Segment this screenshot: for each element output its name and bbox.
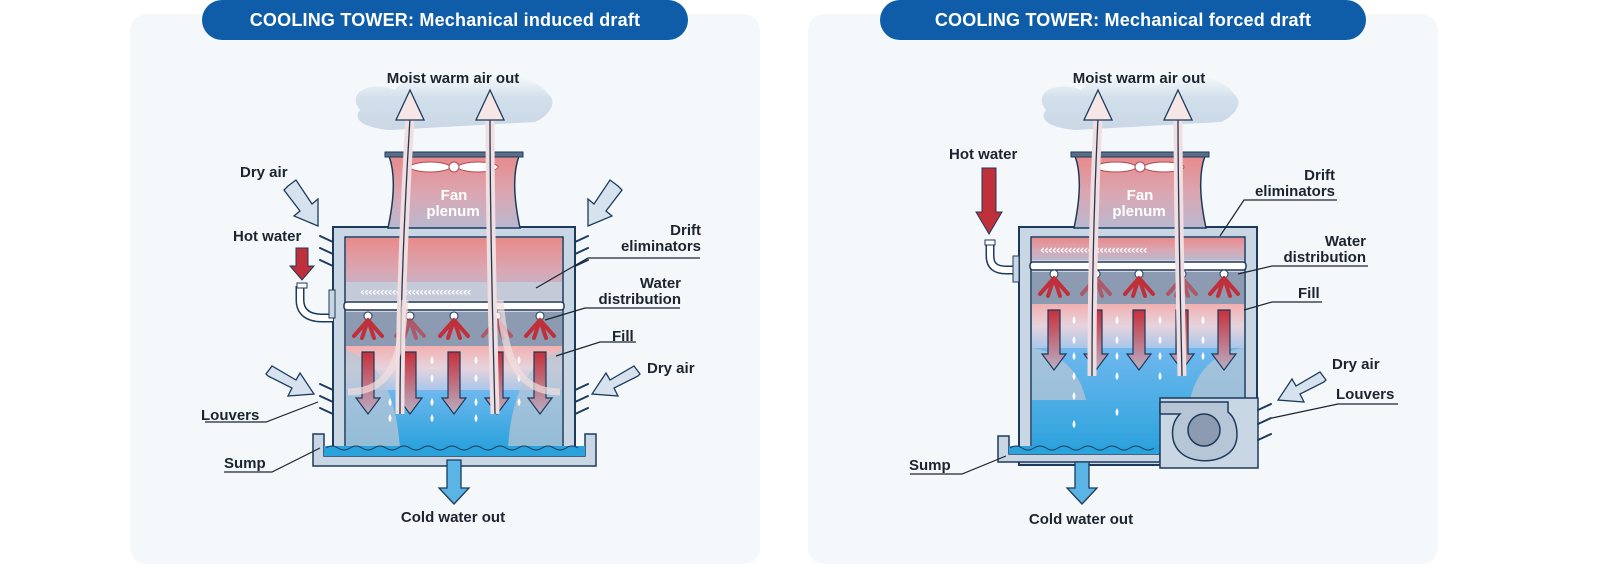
drift-label: Drift bbox=[670, 222, 701, 239]
forced-draft-labels: Moist warm air out Hot water Fan plenum … bbox=[909, 70, 1394, 528]
water-label: Water bbox=[640, 275, 681, 292]
fan-icon bbox=[409, 161, 499, 173]
air-out-arrow-head-2 bbox=[474, 88, 506, 121]
air-out-arrow-head-1 bbox=[394, 88, 426, 121]
air-out-arrow-head-2 bbox=[1162, 88, 1194, 121]
hot-water-inlet-arrow bbox=[975, 167, 1003, 235]
louvers-label: Louvers bbox=[1336, 386, 1394, 403]
water-droplets bbox=[388, 356, 521, 422]
moist-air-out-label: Moist warm air out bbox=[387, 70, 520, 87]
fill-label: Fill bbox=[612, 328, 634, 345]
water-label: Water bbox=[1325, 233, 1366, 250]
dry-air-label-top: Dry air bbox=[240, 164, 288, 181]
fan-icon bbox=[1095, 161, 1185, 173]
induced-draft-labels: Moist warm air out Dry air Hot water Fan… bbox=[201, 70, 701, 526]
forced-draft-tower: ‹‹‹‹‹‹‹‹‹‹‹‹‹‹‹‹‹‹‹‹‹‹‹‹‹‹‹ bbox=[910, 75, 1398, 505]
hot-water-inlet-arrow bbox=[288, 247, 316, 281]
air-flow-arrows bbox=[347, 117, 561, 415]
forced-draft-title: COOLING TOWER: Mechanical forced draft bbox=[880, 0, 1366, 40]
eliminators-label: eliminators bbox=[1255, 183, 1335, 200]
dry-air-arrow bbox=[1276, 371, 1327, 403]
distribution-label: distribution bbox=[599, 291, 682, 308]
dry-air-label: Dry air bbox=[1332, 356, 1380, 373]
fan-label: Fan bbox=[441, 187, 468, 204]
air-flow-arrows bbox=[1087, 117, 1187, 377]
water-droplets bbox=[1072, 316, 1205, 428]
dry-air-arrows bbox=[265, 179, 641, 397]
induced-draft-title: COOLING TOWER: Mechanical induced draft bbox=[202, 0, 688, 40]
eliminators-label: eliminators bbox=[621, 238, 701, 255]
fan-stack bbox=[1073, 155, 1207, 229]
distribution-label: distribution bbox=[1284, 249, 1367, 266]
cold-water-out-arrow bbox=[1065, 461, 1099, 505]
hot-water-label: Hot water bbox=[233, 228, 302, 245]
sump-label: Sump bbox=[224, 455, 266, 472]
dry-air-label-right: Dry air bbox=[647, 360, 695, 377]
louvers-label: Louvers bbox=[201, 407, 259, 424]
cold-water-out-label: Cold water out bbox=[1029, 511, 1133, 528]
blower-fan-icon bbox=[1159, 397, 1259, 469]
fan-label: Fan bbox=[1127, 187, 1154, 204]
plenum-label: plenum bbox=[426, 203, 479, 220]
drift-label: Drift bbox=[1304, 167, 1335, 184]
louvers bbox=[319, 235, 589, 415]
sump-label: Sump bbox=[909, 457, 951, 474]
svg-text:‹‹‹‹‹‹‹‹‹‹‹‹‹‹‹‹‹‹‹‹‹‹‹‹‹‹‹‹: ‹‹‹‹‹‹‹‹‹‹‹‹‹‹‹‹‹‹‹‹‹‹‹‹‹‹‹‹ bbox=[360, 285, 471, 299]
plenum-label: plenum bbox=[1112, 203, 1165, 220]
induced-draft-tower: ‹‹‹‹‹‹‹‹‹‹‹‹‹‹‹‹‹‹‹‹‹‹‹‹‹‹‹‹ bbox=[205, 75, 700, 505]
hot-water-label: Hot water bbox=[949, 146, 1018, 163]
air-out-arrow-head-1 bbox=[1082, 88, 1114, 121]
cold-water-out-label: Cold water out bbox=[401, 509, 505, 526]
cold-water-out-arrow bbox=[437, 459, 471, 505]
moist-air-out-label: Moist warm air out bbox=[1073, 70, 1206, 87]
fill-label: Fill bbox=[1298, 285, 1320, 302]
louvers bbox=[1257, 403, 1272, 441]
